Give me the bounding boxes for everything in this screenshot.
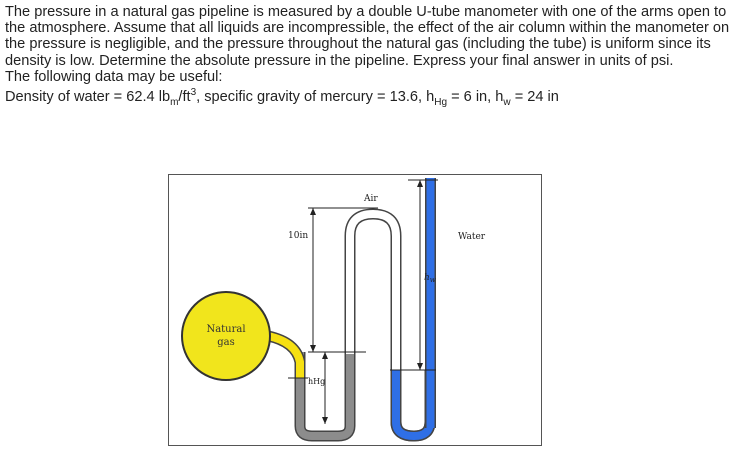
dim-hhg-arrow-bottom xyxy=(322,417,328,424)
water-open-arm xyxy=(426,178,435,428)
label-hhg: hHg xyxy=(308,377,325,386)
gas-tube xyxy=(267,332,304,378)
natural-gas-label-1: Natural xyxy=(206,324,245,335)
problem-statement: The pressure in a natural gas pipeline i… xyxy=(5,4,740,111)
data-line: Density of water = 62.4 lbm/ft3, specifi… xyxy=(5,87,559,108)
data-intro: The following data may be useful: xyxy=(5,68,223,85)
dim-hhg-arrow-top xyxy=(322,352,328,359)
natural-gas-label-2: gas xyxy=(217,337,235,348)
dim-10in-arrow-bottom xyxy=(310,345,316,352)
label-water: Water xyxy=(458,232,486,242)
label-air: Air xyxy=(363,194,378,204)
dim-hw-arrow-bottom xyxy=(417,363,423,370)
dim-10in-arrow-top xyxy=(310,208,316,215)
mercury-column xyxy=(296,352,354,440)
problem-paragraph: The pressure in a natural gas pipeline i… xyxy=(5,4,730,69)
manometer-figure: Natural gas 10in hHg Air hw Water xyxy=(168,174,542,446)
natural-gas-bulb xyxy=(181,291,271,381)
label-10in: 10in xyxy=(288,231,308,241)
dim-hw-arrow-top xyxy=(417,180,423,187)
water-bottom xyxy=(392,370,434,441)
label-hw: hw xyxy=(424,273,436,284)
manometer-diagram: Natural gas 10in hHg Air hw Water xyxy=(168,174,542,446)
